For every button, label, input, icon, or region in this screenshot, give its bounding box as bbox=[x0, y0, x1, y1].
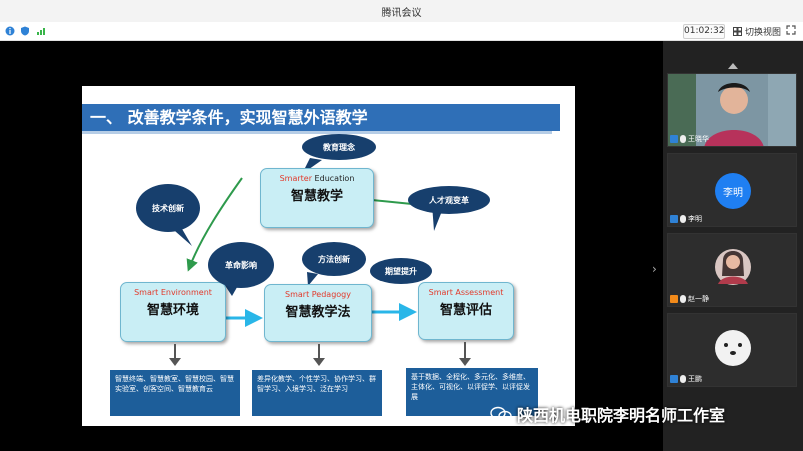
chevron-right-icon[interactable]: › bbox=[652, 262, 657, 276]
wechat-icon bbox=[490, 406, 512, 422]
info-icon[interactable] bbox=[5, 26, 15, 36]
participant-name: 王晓华 bbox=[688, 135, 709, 143]
signal-strength-icon[interactable] bbox=[36, 26, 46, 36]
watermark-text: 陕西机电职院李明名师工作室 bbox=[517, 406, 726, 425]
bubble-revolution-impact: 革命影响 bbox=[208, 242, 274, 288]
participant-avatar: 李明 bbox=[715, 173, 751, 209]
participant-tile[interactable]: 李明 李明 bbox=[667, 153, 797, 227]
grid-icon bbox=[733, 27, 742, 36]
participant-name-bar: 王鹏 bbox=[670, 374, 702, 384]
smart-environment-box: Smart Environment 智慧环境 bbox=[120, 282, 226, 342]
down-arrow-environment bbox=[169, 344, 181, 366]
participant-tile[interactable]: 赵一静 bbox=[667, 233, 797, 307]
participant-photo bbox=[715, 330, 751, 366]
microphone-icon bbox=[680, 295, 686, 303]
meeting-timer: 01:02:32 bbox=[683, 24, 725, 39]
window-titlebar: 腾讯会议 bbox=[0, 0, 803, 23]
participant-name: 李明 bbox=[688, 215, 702, 223]
desc-environment: 智慧终端、智慧教室、智慧校园、智慧实验室、创客空间、智慧教育云 bbox=[110, 370, 240, 416]
smart-assessment-box: Smart Assessment 智慧评估 bbox=[418, 282, 514, 340]
bubble-talent-change: 人才观变革 bbox=[408, 186, 490, 214]
participant-name-bar: 赵一静 bbox=[670, 294, 709, 304]
down-arrow-pedagogy bbox=[313, 344, 325, 366]
green-curve-arrow bbox=[186, 177, 243, 272]
bubble-edu-concept: 教育理念 bbox=[302, 134, 376, 160]
smart-pedagogy-box: Smart Pedagogy 智慧教学法 bbox=[264, 284, 372, 342]
window-title: 腾讯会议 bbox=[381, 8, 422, 19]
slide-title: 一、 改善教学条件，实现智慧外语教学 bbox=[82, 104, 560, 131]
user-icon bbox=[670, 135, 678, 143]
watermark: 陕西机电职院李明名师工作室 bbox=[490, 402, 725, 426]
desc-assessment: 基于数据、全程化、多元化、多维度、主体化、可视化、以评促学、以评促发展 bbox=[406, 368, 538, 416]
user-icon bbox=[670, 295, 678, 303]
smart-assessment-en: Smart Assessment bbox=[428, 288, 504, 297]
smarter-education-en: Smarter Education bbox=[279, 174, 355, 183]
smarter-education-box: Smarter Education 智慧教学 bbox=[260, 168, 374, 228]
participant-photo bbox=[715, 249, 751, 285]
slide-title-underline bbox=[82, 131, 552, 134]
collapse-up-icon[interactable] bbox=[728, 63, 738, 69]
presentation-slide: 一、 改善教学条件，实现智慧外语教学 Smarter Education 智慧教… bbox=[82, 86, 575, 426]
shield-icon[interactable] bbox=[20, 26, 30, 36]
down-arrow-assessment bbox=[459, 342, 471, 366]
smart-pedagogy-cn: 智慧教学法 bbox=[285, 305, 351, 320]
desc-pedagogy: 差异化教学、个性学习、协作学习、群智学习、入境学习、泛在学习 bbox=[252, 370, 382, 416]
participant-name-bar: 李明 bbox=[670, 214, 702, 224]
participant-name-bar: 王晓华 bbox=[670, 134, 709, 144]
bubble-tail-method bbox=[307, 272, 318, 286]
smart-environment-en: Smart Environment bbox=[134, 288, 212, 297]
smarter-education-cn: 智慧教学 bbox=[290, 189, 343, 204]
switch-view-button[interactable]: 切换视图 bbox=[733, 25, 781, 38]
participant-name: 赵一静 bbox=[688, 295, 709, 303]
bubble-method-innovation: 方法创新 bbox=[302, 242, 366, 276]
participant-video bbox=[668, 74, 796, 146]
microphone-icon bbox=[680, 375, 686, 383]
smart-pedagogy-en: Smart Pedagogy bbox=[285, 290, 351, 299]
microphone-icon bbox=[680, 135, 686, 143]
bubble-tech-innovation: 技术创新 bbox=[136, 184, 200, 232]
user-icon bbox=[670, 375, 678, 383]
microphone-icon bbox=[680, 215, 686, 223]
participant-tile[interactable]: 王鹏 bbox=[667, 313, 797, 387]
smart-environment-cn: 智慧环境 bbox=[146, 303, 199, 318]
user-icon bbox=[670, 215, 678, 223]
smart-assessment-cn: 智慧评估 bbox=[439, 303, 492, 318]
participant-name: 王鹏 bbox=[688, 375, 702, 383]
meeting-toolbar: 01:02:32 切换视图 bbox=[0, 22, 803, 41]
participant-tile[interactable]: 王晓华 bbox=[667, 73, 797, 147]
bubble-expect-improve: 期望提升 bbox=[370, 258, 432, 284]
switch-view-label: 切换视图 bbox=[745, 28, 782, 38]
green-connector bbox=[371, 199, 413, 205]
fullscreen-icon[interactable] bbox=[786, 25, 796, 35]
